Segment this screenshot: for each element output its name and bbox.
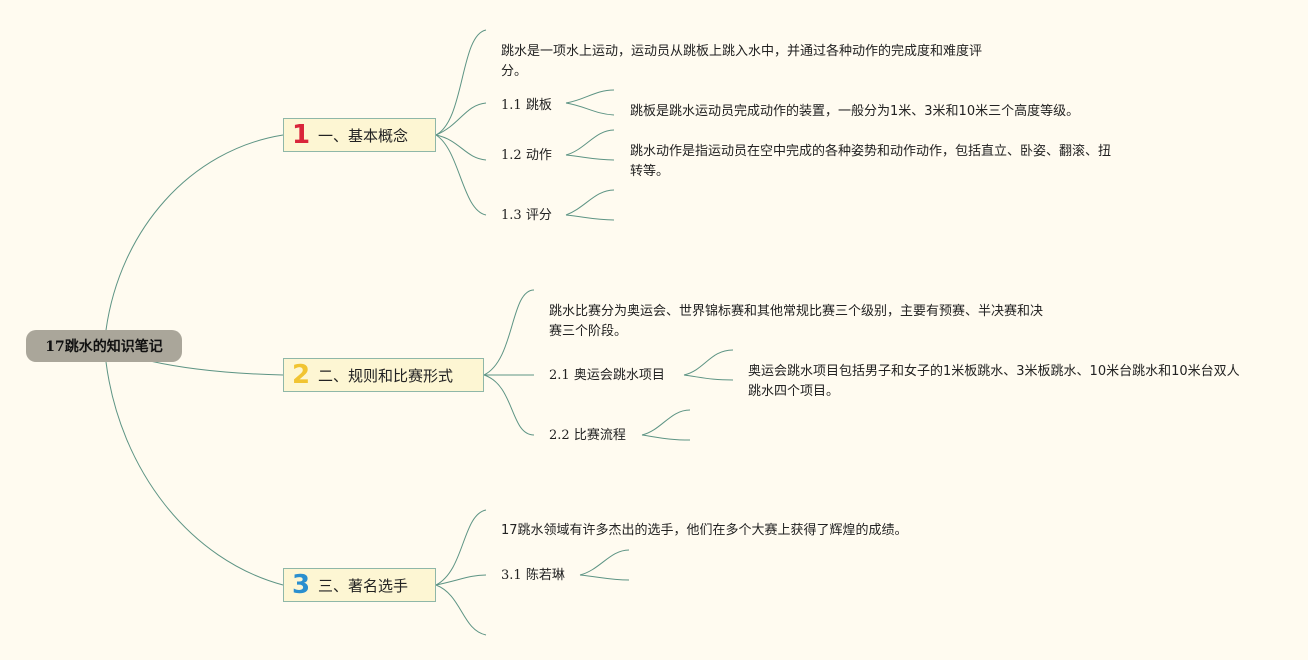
- subtopic-1-3-code: 1.3: [501, 208, 522, 223]
- number-1-icon: 1: [291, 120, 311, 150]
- number-3-icon: 3: [291, 570, 311, 600]
- branch-3-intro[interactable]: 17跳水领域有许多杰出的选手，他们在多个大赛上获得了辉煌的成绩。: [501, 523, 908, 538]
- branch-3-label: 三、著名选手: [318, 576, 409, 595]
- subtopic-2-2[interactable]: 2.2 比赛流程: [549, 427, 626, 445]
- subtopic-2-1-label: 奥运会跳水项目: [573, 368, 665, 383]
- subtopic-1-1-detail[interactable]: 跳板是跳水运动员完成动作的装置，一般分为1米、3米和10米三个高度等级。: [630, 104, 1080, 119]
- subtopic-1-1-code: 1.1: [501, 98, 522, 113]
- subtopic-1-2[interactable]: 1.2 动作: [501, 147, 552, 165]
- branch-3-topic[interactable]: 3 三、著名选手: [283, 568, 436, 602]
- number-2-icon: 2: [291, 360, 311, 390]
- subtopic-2-1-code: 2.1: [549, 368, 570, 383]
- branch-1-topic[interactable]: 1 一、基本概念: [283, 118, 436, 152]
- subtopic-1-2-detail[interactable]: 跳水动作是指运动员在空中完成的各种姿势和动作动作，包括直立、卧姿、翻滚、扭转等。: [630, 144, 1112, 179]
- subtopic-1-3-label: 评分: [525, 208, 552, 223]
- subtopic-1-1-label: 跳板: [525, 98, 552, 113]
- subtopic-1-3[interactable]: 1.3 评分: [501, 207, 552, 225]
- subtopic-3-1-label: 陈若琳: [525, 568, 565, 583]
- root-topic[interactable]: 17跳水的知识笔记: [26, 330, 182, 362]
- subtopic-2-1[interactable]: 2.1 奥运会跳水项目: [549, 367, 665, 385]
- subtopic-3-1[interactable]: 3.1 陈若琳: [501, 567, 565, 585]
- branch-1-label: 一、基本概念: [318, 126, 409, 145]
- subtopic-1-1[interactable]: 1.1 跳板: [501, 97, 552, 115]
- branch-2-label: 二、规则和比赛形式: [318, 366, 454, 385]
- subtopic-2-2-code: 2.2: [549, 428, 570, 443]
- subtopic-2-2-label: 比赛流程: [573, 428, 626, 443]
- branch-2-topic[interactable]: 2 二、规则和比赛形式: [283, 358, 484, 392]
- subtopic-2-1-detail[interactable]: 奥运会跳水项目包括男子和女子的1米板跳水、3米板跳水、10米台跳水和10米台双人…: [748, 364, 1240, 399]
- branch-2-intro[interactable]: 跳水比赛分为奥运会、世界锦标赛和其他常规比赛三个级别，主要有预赛、半决赛和决赛三…: [549, 304, 1044, 339]
- subtopic-1-2-code: 1.2: [501, 148, 522, 163]
- subtopic-1-2-label: 动作: [525, 148, 552, 163]
- subtopic-3-1-code: 3.1: [501, 568, 522, 583]
- branch-1-intro[interactable]: 跳水是一项水上运动，运动员从跳板上跳入水中，并通过各种动作的完成度和难度评分。: [501, 44, 983, 79]
- root-topic-label: 17跳水的知识笔记: [45, 339, 163, 355]
